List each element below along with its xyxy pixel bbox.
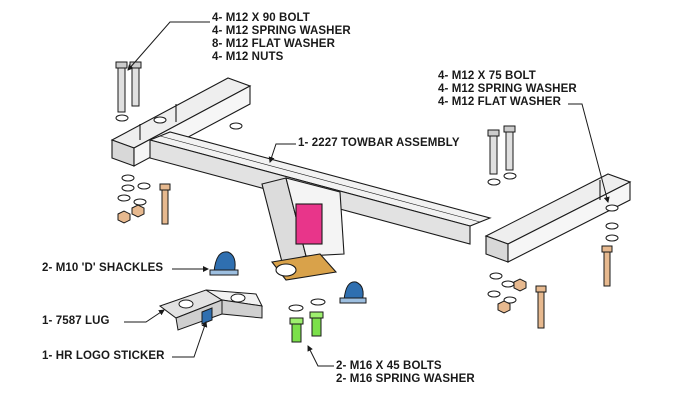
- leader-bolt90: [127, 21, 210, 71]
- callout-m12x75-bolt: 4- M12 X 75 BOLT 4- M12 SPRING WASHER 4-…: [438, 70, 577, 109]
- callout-line: 4- M12 NUTS: [212, 51, 284, 63]
- callout-line: 4- M12 SPRING WASHER: [212, 25, 351, 37]
- leader-sticker: [172, 321, 208, 358]
- leader-lug: [124, 309, 165, 323]
- right-mount-rail: [484, 173, 632, 263]
- callout-line: 1- HR LOGO STICKER: [42, 350, 165, 362]
- m12x90-bolts: [115, 61, 243, 225]
- leader-bolt75: [568, 103, 610, 203]
- leader-m16: [307, 345, 334, 367]
- callout-line: 4- M12 X 75 BOLT: [438, 70, 536, 82]
- callout-lug: 1- 7587 LUG: [42, 315, 110, 328]
- callout-line: 4- M12 FLAT WASHER: [438, 96, 561, 108]
- hr-logo-sticker-panel: [295, 203, 323, 245]
- callout-line: 1- 2227 TOWBAR ASSEMBLY: [298, 137, 460, 149]
- callout-d-shackles: 2- M10 'D' SHACKLES: [42, 262, 163, 275]
- callout-towbar-assembly: 1- 2227 TOWBAR ASSEMBLY: [298, 137, 460, 150]
- leader-towbar: [268, 143, 296, 163]
- callout-line: 2- M16 X 45 BOLTS: [336, 360, 442, 372]
- callout-m12x90-bolt: 4- M12 X 90 BOLT 4- M12 SPRING WASHER 8-…: [212, 12, 351, 64]
- callout-m16-bolts: 2- M16 X 45 BOLTS 2- M16 SPRING WASHER: [336, 360, 475, 386]
- callout-line: 2- M16 SPRING WASHER: [336, 373, 475, 385]
- lug-bracket: [158, 289, 263, 331]
- callout-line: 8- M12 FLAT WASHER: [212, 38, 335, 50]
- m16-bolts: [288, 298, 326, 343]
- hitch-tongue: [261, 177, 345, 281]
- callout-line: 4- M12 SPRING WASHER: [438, 83, 577, 95]
- d-shackles: [209, 251, 367, 304]
- m12x75-bolts: [487, 125, 619, 329]
- callout-line: 2- M10 'D' SHACKLES: [42, 262, 164, 274]
- callout-hr-logo-sticker: 1- HR LOGO STICKER: [42, 350, 165, 363]
- callout-line: 1- 7587 LUG: [42, 315, 110, 327]
- callout-line: 4- M12 X 90 BOLT: [212, 12, 310, 24]
